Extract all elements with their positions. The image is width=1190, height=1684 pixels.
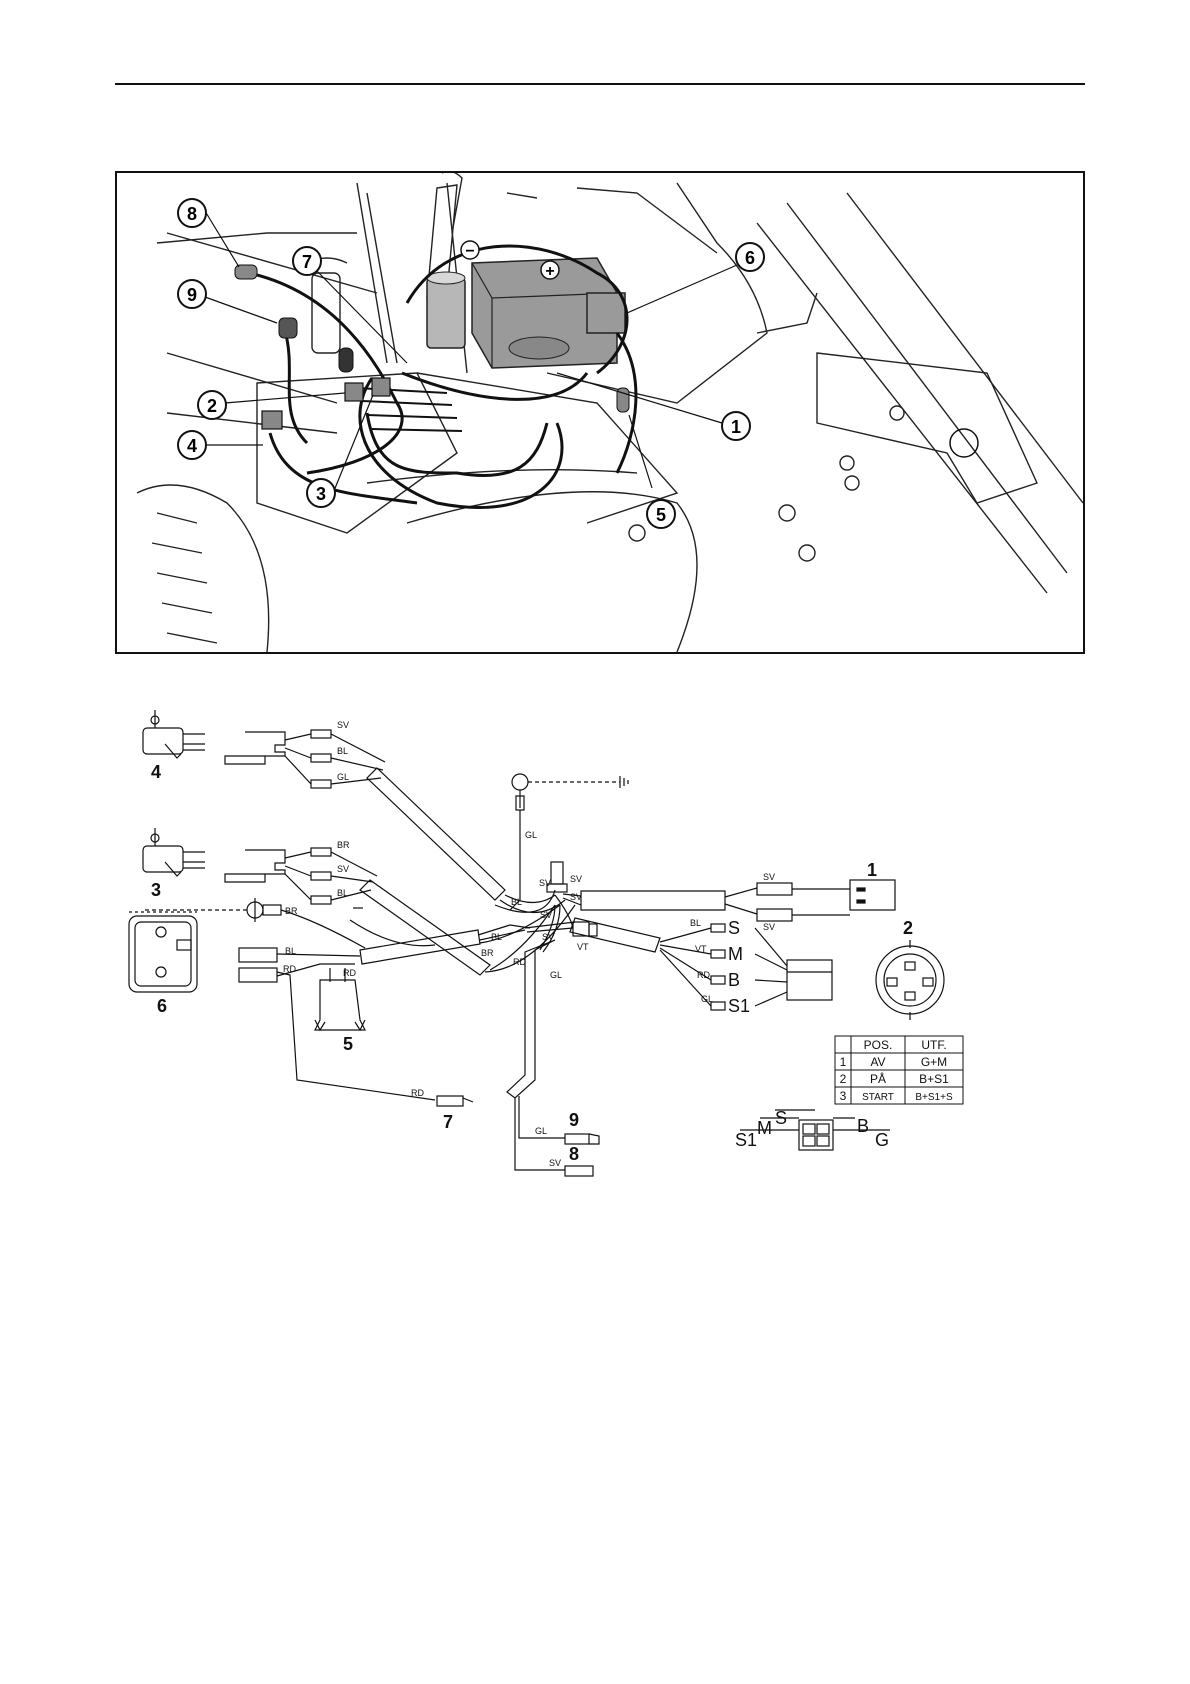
svg-text:5: 5 [656, 505, 666, 525]
svg-text:2: 2 [207, 396, 217, 416]
svg-text:S: S [775, 1108, 787, 1128]
tractor-drawing: − + 8 9 7 2 4 3 6 [117, 173, 1083, 652]
svg-text:1: 1 [731, 417, 741, 437]
svg-text:RD: RD [343, 968, 356, 978]
svg-text:GL: GL [337, 772, 349, 782]
svg-text:SV: SV [570, 892, 582, 902]
component-label-1: 1 [867, 860, 877, 880]
table-header: POS. [864, 1038, 893, 1052]
battery-minus-mark: − [465, 243, 474, 260]
component-label-7: 7 [443, 1112, 453, 1132]
switch-4 [143, 710, 205, 758]
callout-1: 1 [722, 412, 750, 440]
component-number-labels: 4 3 6 5 7 1 2 9 8 [151, 762, 913, 1164]
svg-text:SV: SV [540, 910, 552, 920]
svg-text:BL: BL [491, 932, 502, 942]
component-label-5: 5 [343, 1034, 353, 1054]
ignition-position-table: POS. UTF. 1 AV G+M 2 PÅ B+S1 3 START B+S… [835, 1036, 963, 1104]
svg-text:BL: BL [337, 746, 348, 756]
component-label-6: 6 [157, 996, 167, 1016]
svg-text:BR: BR [285, 906, 298, 916]
svg-text:S1: S1 [728, 996, 750, 1016]
svg-text:SV: SV [763, 922, 775, 932]
table-cell: 1 [840, 1055, 847, 1069]
table-cell: B+S1+S [915, 1092, 953, 1103]
svg-text:BL: BL [511, 897, 522, 907]
svg-text:GL: GL [535, 1126, 547, 1136]
svg-text:GL: GL [525, 830, 537, 840]
component-6 [129, 912, 197, 992]
ignition-terminal-labels: S M B S1 S M S1 B G [728, 918, 889, 1150]
callout-7: 7 [293, 247, 321, 275]
switch-3 [143, 828, 205, 876]
svg-text:M: M [728, 944, 743, 964]
battery [427, 258, 625, 368]
component-label-3: 3 [151, 880, 161, 900]
table-cell: B+S1 [919, 1072, 949, 1086]
svg-text:6: 6 [745, 248, 755, 268]
table-cell: START [862, 1092, 894, 1103]
svg-text:B: B [857, 1116, 869, 1136]
svg-text:RD: RD [697, 970, 710, 980]
svg-text:VT: VT [577, 942, 589, 952]
ignition-switch-2 [876, 940, 944, 1020]
svg-text:9: 9 [187, 285, 197, 305]
svg-text:VT: VT [695, 944, 707, 954]
svg-text:GL: GL [701, 994, 713, 1004]
svg-text:S: S [728, 918, 740, 938]
callout-6: 6 [736, 243, 764, 271]
header-rule [115, 83, 1085, 85]
callout-5: 5 [647, 500, 675, 528]
svg-text:SV: SV [570, 874, 582, 884]
component-label-2: 2 [903, 918, 913, 938]
table-header: UTF. [921, 1038, 946, 1052]
svg-text:BL: BL [285, 946, 296, 956]
battery-plus-mark: + [545, 263, 554, 280]
wiring-diagram: SV BL GL BR SV BL GL SV SV SV SV SV BL B… [115, 700, 1085, 1300]
svg-text:7: 7 [302, 252, 312, 272]
brand-logo-icon [950, 429, 978, 457]
table-cell: 2 [840, 1072, 847, 1086]
component-label-4: 4 [151, 762, 161, 782]
svg-text:RD: RD [411, 1088, 424, 1098]
callout-4: 4 [178, 431, 206, 459]
callout-8: 8 [178, 199, 206, 227]
table-cell: PÅ [870, 1071, 886, 1086]
svg-text:S1: S1 [735, 1130, 757, 1150]
svg-text:4: 4 [187, 436, 197, 456]
tractor-illustration: − + 8 9 7 2 4 3 6 [115, 171, 1085, 654]
svg-text:SV: SV [337, 864, 349, 874]
table-cell: 3 [840, 1089, 847, 1103]
component-5 [315, 968, 365, 1030]
callout-2: 2 [198, 391, 226, 419]
svg-text:BR: BR [481, 948, 494, 958]
callout-9: 9 [178, 280, 206, 308]
svg-text:GL: GL [550, 970, 562, 980]
svg-text:B: B [728, 970, 740, 990]
table-cell: G+M [921, 1055, 947, 1069]
callout-3: 3 [307, 479, 335, 507]
svg-text:SV: SV [542, 932, 554, 942]
svg-text:8: 8 [187, 204, 197, 224]
svg-text:BR: BR [337, 840, 350, 850]
svg-text:SV: SV [549, 1158, 561, 1168]
svg-text:RD: RD [513, 957, 526, 967]
component-label-8: 8 [569, 1144, 579, 1164]
svg-text:3: 3 [316, 484, 326, 504]
svg-text:M: M [757, 1118, 772, 1138]
svg-text:SV: SV [763, 872, 775, 882]
svg-text:BL: BL [690, 918, 701, 928]
svg-text:G: G [875, 1130, 889, 1150]
svg-text:SV: SV [337, 720, 349, 730]
table-cell: AV [870, 1055, 885, 1069]
svg-text:SV: SV [539, 878, 551, 888]
svg-text:BL: BL [337, 888, 348, 898]
svg-text:RD: RD [283, 964, 296, 974]
component-label-9: 9 [569, 1110, 579, 1130]
